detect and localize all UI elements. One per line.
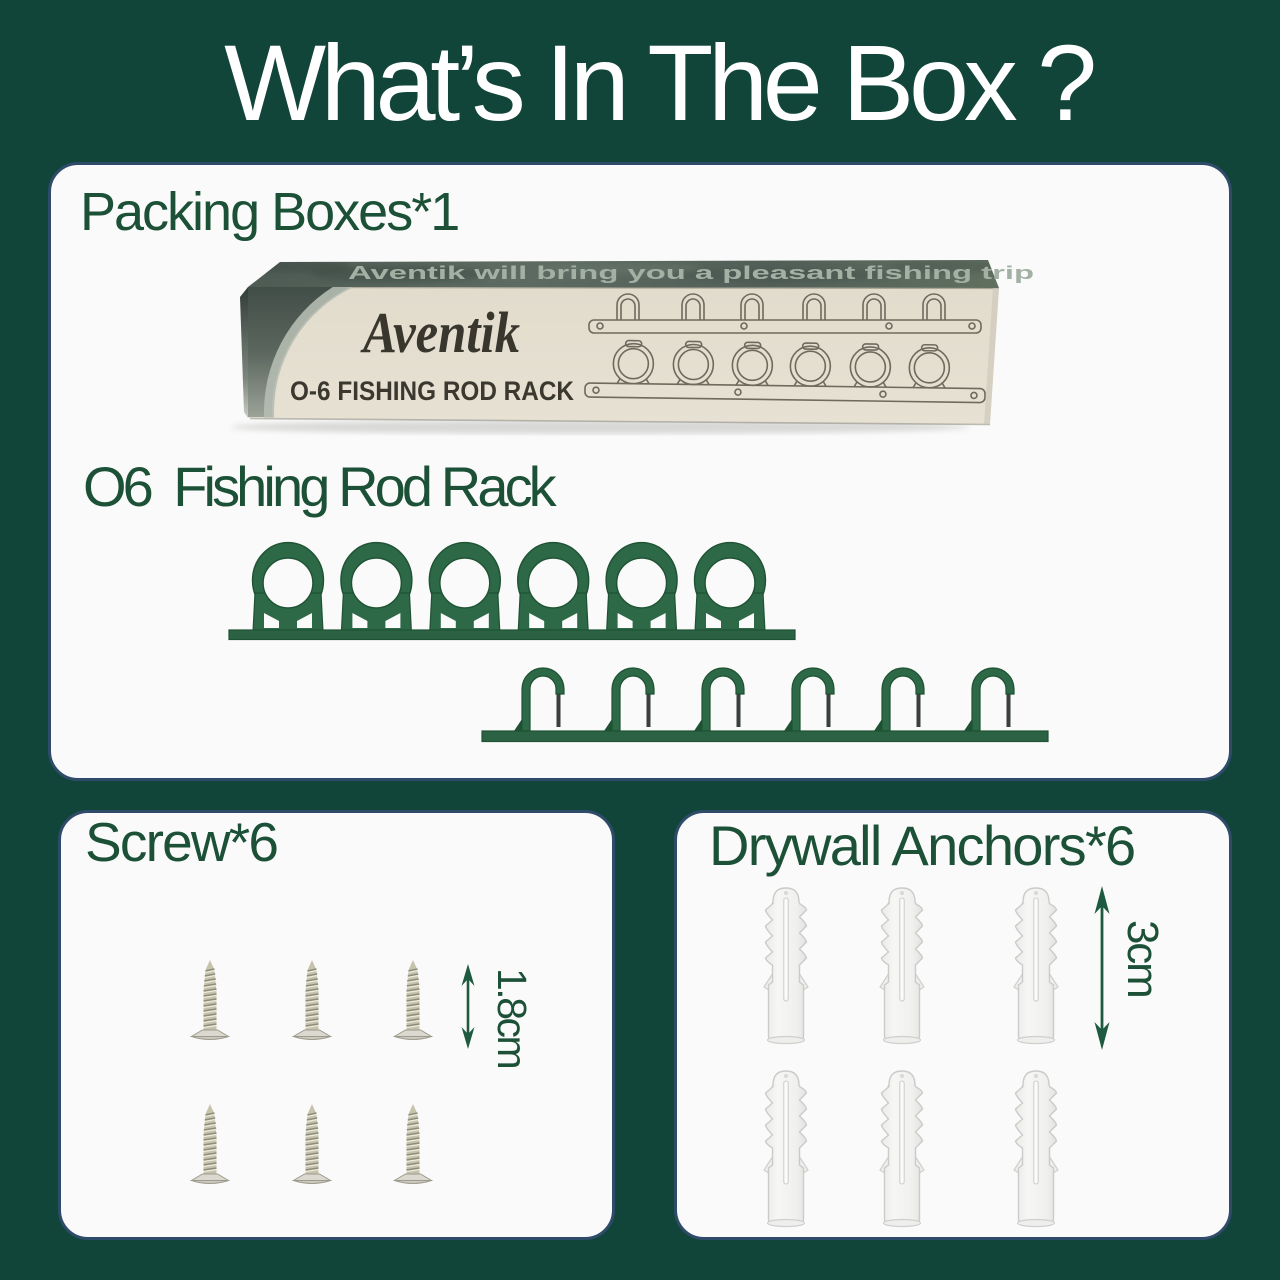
svg-text:O-6 FISHING ROD RACK: O-6 FISHING ROD RACK: [290, 376, 574, 406]
svg-text:1.8cm: 1.8cm: [489, 968, 535, 1067]
svg-text:Aventik: Aventik: [360, 300, 520, 365]
svg-text:3cm: 3cm: [1118, 920, 1167, 997]
svg-text:Aventik will bring you a pleas: Aventik will bring you a pleasant fishin…: [348, 262, 1034, 283]
